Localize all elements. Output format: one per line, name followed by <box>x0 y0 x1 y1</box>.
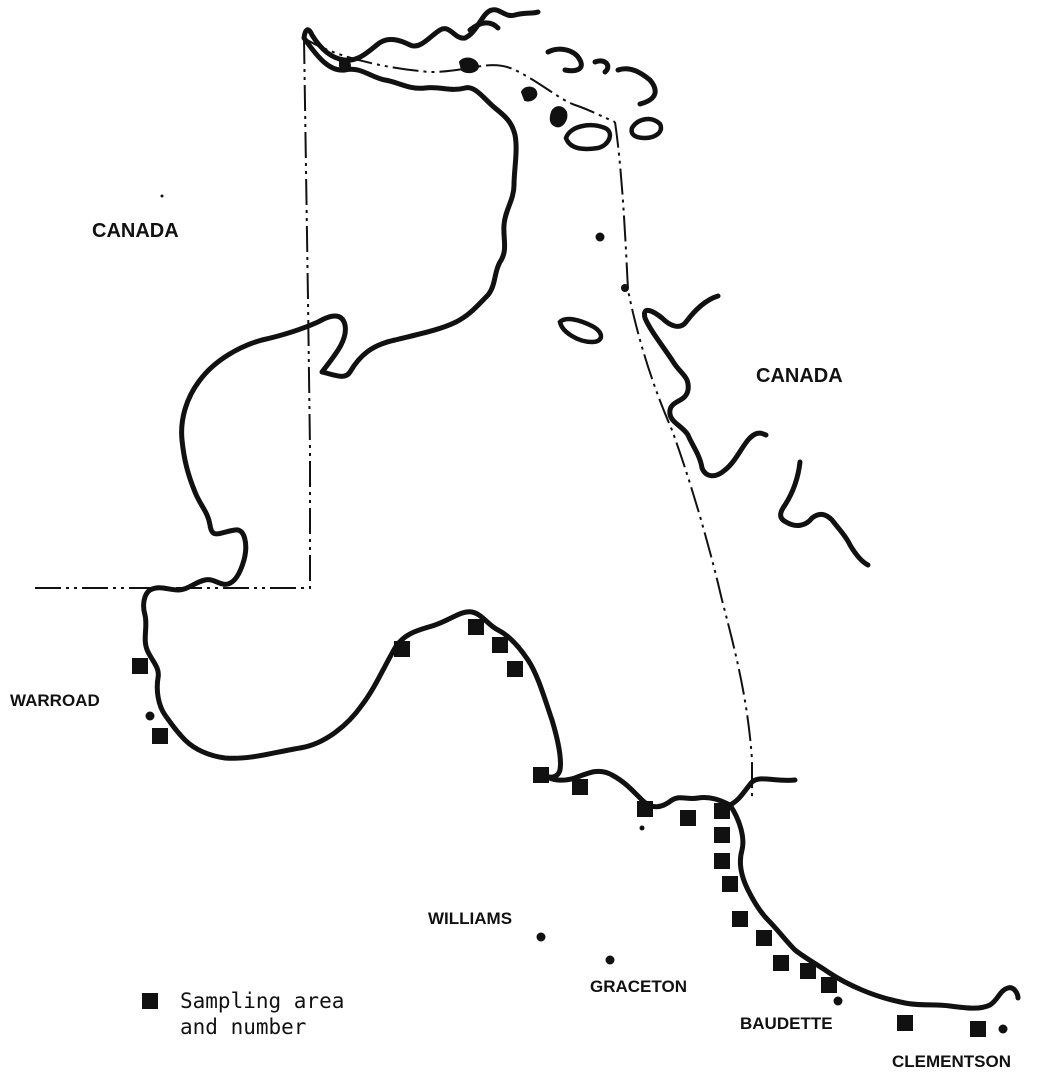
eastern-shoreline <box>641 293 871 568</box>
sampling-area-marker <box>394 641 410 657</box>
sampling-area-marker <box>714 827 730 843</box>
town-label-clementson: CLEMENTSON <box>892 1052 1011 1071</box>
town-dots <box>145 194 1008 1034</box>
sampling-area-marker <box>637 801 653 817</box>
international-border <box>35 37 753 800</box>
sampling-area-marker <box>714 853 730 869</box>
small-lake-dot <box>595 232 605 242</box>
town-label-graceton: GRACETON <box>590 977 687 996</box>
map-legend: Sampling area and number <box>142 989 344 1039</box>
sampling-areas <box>132 619 986 1037</box>
sampling-area-marker <box>132 658 148 674</box>
legend-line-1: Sampling area <box>180 989 344 1013</box>
sampling-area-marker <box>572 779 588 795</box>
sampling-area-marker <box>533 767 549 783</box>
sampling-area-marker <box>680 810 696 826</box>
graceton-dot <box>605 955 615 965</box>
small-dot <box>639 825 645 831</box>
sampling-area-marker <box>722 876 738 892</box>
legend-line-2: and number <box>180 1015 306 1039</box>
region-label-canada-east: CANADA <box>756 365 843 387</box>
town-label-baudette: BAUDETTE <box>740 1014 833 1033</box>
sampling-area-marker <box>756 930 772 946</box>
baudette-dot <box>833 996 843 1006</box>
sampling-area-marker <box>821 977 837 993</box>
warroad-dot <box>145 711 155 721</box>
sampling-area-marker <box>507 661 523 677</box>
sampling-area-marker <box>970 1021 986 1037</box>
northwest-angle-shoreline <box>141 7 1021 1011</box>
williams-dot <box>536 932 546 942</box>
clementson-dot <box>998 1024 1008 1034</box>
sampling-area-marker <box>897 1015 913 1031</box>
town-label-williams: WILLIAMS <box>428 909 512 928</box>
northern-islands <box>339 20 664 345</box>
sampling-area-marker <box>800 963 816 979</box>
sampling-area-marker <box>152 728 168 744</box>
legend-marker <box>142 993 158 1009</box>
region-label-canada-west: CANADA <box>92 220 179 242</box>
town-label-warroad: WARROAD <box>10 691 100 710</box>
sampling-area-marker <box>492 637 508 653</box>
sampling-area-marker <box>714 803 730 819</box>
sampling-area-marker <box>773 955 789 971</box>
small-lake-dot <box>621 284 629 292</box>
sampling-area-marker <box>732 911 748 927</box>
sampling-area-marker <box>468 619 484 635</box>
small-dot <box>160 194 164 198</box>
